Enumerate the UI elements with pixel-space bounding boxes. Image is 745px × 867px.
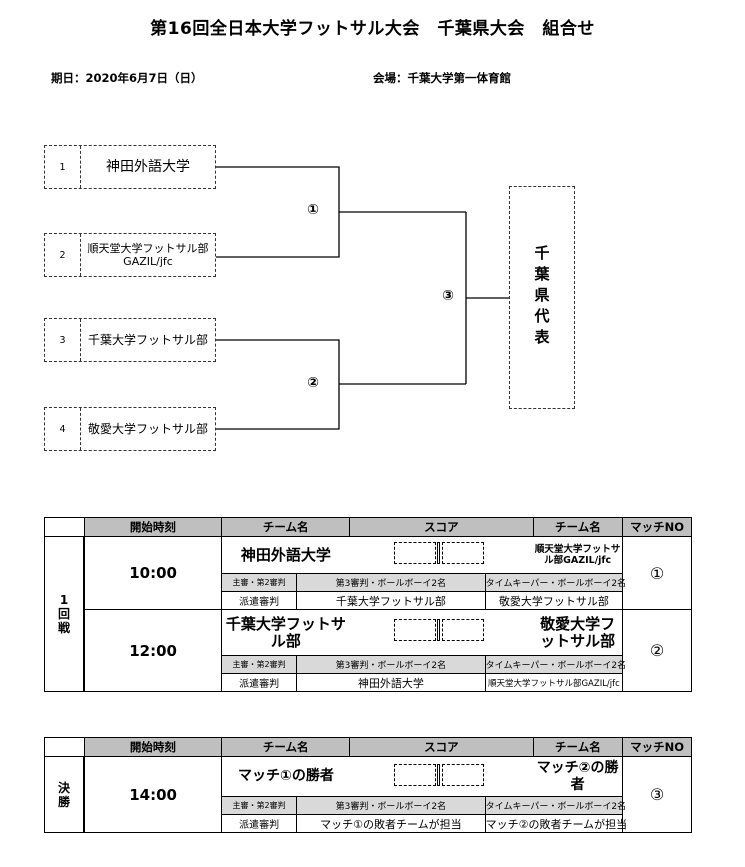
bracket-team-3: 3 千葉大学フットサル部: [44, 318, 216, 362]
third-ref-label: 第3審判・ボールボーイ2名: [296, 573, 486, 592]
bracket-team-4: 4 敬愛大学フットサル部: [44, 407, 216, 451]
team-name: 神田外語大学: [106, 159, 190, 175]
score-b-box: [441, 764, 484, 786]
team-seed-number: 3: [45, 319, 81, 361]
bracket-match-3: ③: [442, 288, 454, 304]
header-team-a: チーム名: [221, 517, 351, 537]
team-a-name: 神田外語大学: [221, 536, 350, 574]
bracket-match-2: ②: [307, 375, 319, 391]
dispatch-team-b: マッチ②の敗者チームが担当: [484, 814, 627, 833]
representative-label: 千葉県代表: [532, 245, 551, 350]
third-ref-label: 第3審判・ボールボーイ2名: [296, 796, 486, 815]
team-a-name: 千葉大学フットサル部: [221, 609, 350, 656]
score-box: [349, 536, 534, 574]
header-blank: [44, 517, 85, 537]
round-label: 決勝: [44, 756, 86, 833]
header-team-b: チーム名: [532, 737, 624, 757]
bracket-team-1: 1 神田外語大学: [44, 145, 216, 189]
score-box: [349, 756, 534, 797]
team-seed-number: 4: [45, 408, 81, 450]
header-match-no: マッチNO: [622, 737, 692, 757]
score-b-box: [441, 619, 484, 641]
third-ref-label: 第3審判・ボールボーイ2名: [296, 655, 486, 674]
match-no: ②: [622, 609, 692, 692]
dispatch-label: 派遣審判: [221, 673, 298, 692]
header-score: スコア: [349, 517, 534, 537]
team-b-name: マッチ②の勝者: [533, 756, 624, 797]
dispatch-team-a: 神田外語大学: [296, 673, 486, 692]
officials-label: 主審・第2審判: [221, 655, 298, 674]
dispatch-team-a: 千葉大学フットサル部: [296, 591, 486, 610]
header-start-time: 開始時刻: [83, 737, 223, 757]
score-a-box: [393, 542, 436, 564]
dispatch-label: 派遣審判: [221, 591, 298, 610]
bracket-match-1: ①: [307, 202, 319, 218]
final-schedule-table: 開始時刻 チーム名 スコア チーム名 マッチNO 決勝 14:00 マッチ①の勝…: [44, 737, 692, 833]
team-seed-number: 1: [45, 146, 81, 188]
header-start-time: 開始時刻: [83, 517, 223, 537]
score-divider: [436, 619, 440, 641]
timekeeper-label: タイムキーパー・ボールボーイ2名: [484, 573, 626, 592]
officials-label: 主審・第2審判: [221, 796, 298, 815]
start-time: 14:00: [83, 756, 223, 833]
team-name: 千葉大学フットサル部: [87, 333, 208, 347]
match-no: ③: [622, 756, 692, 833]
officials-label: 主審・第2審判: [221, 573, 298, 592]
score-a-box: [393, 619, 436, 641]
team-name: 順天堂大学フットサル部GAZIL/jfc: [87, 242, 209, 268]
start-time: 12:00: [83, 609, 223, 692]
page-title: 第16回全日本大学フットサル大会 千葉県大会 組合せ: [150, 19, 595, 39]
score-divider: [436, 542, 440, 564]
header-blank: [44, 737, 85, 757]
score-b-box: [441, 542, 484, 564]
bracket-lines: [216, 166, 509, 430]
dispatch-label: 派遣審判: [221, 814, 298, 833]
team-b-name: 敬愛大学フットサル部: [533, 609, 624, 656]
dispatch-team-b: 敬愛大学フットサル部: [484, 591, 624, 610]
score-box: [349, 609, 534, 656]
team-name: 敬愛大学フットサル部: [87, 422, 208, 436]
header-team-b: チーム名: [532, 517, 624, 537]
dispatch-team-a: マッチ①の敗者チームが担当: [296, 814, 486, 833]
header-team-a: チーム名: [221, 737, 351, 757]
start-time: 10:00: [83, 536, 223, 610]
dispatch-team-b: 順天堂大学フットサル部GAZIL/jfc: [484, 673, 624, 692]
bracket-team-2: 2 順天堂大学フットサル部GAZIL/jfc: [44, 233, 216, 277]
score-divider: [436, 764, 440, 786]
representative-box: 千葉県代表: [509, 186, 575, 409]
timekeeper-label: タイムキーパー・ボールボーイ2名: [484, 655, 626, 674]
team-a-name: マッチ①の勝者: [221, 756, 350, 797]
team-b-name: 順天堂大学フットサル部GAZIL/jfc: [533, 536, 624, 574]
timekeeper-label: タイムキーパー・ボールボーイ2名: [484, 796, 626, 815]
team-seed-number: 2: [45, 234, 81, 276]
event-venue: 会場：千葉大学第一体育館: [373, 71, 511, 85]
score-a-box: [393, 764, 436, 786]
match-no: ①: [622, 536, 692, 610]
event-date: 期日：2020年6月7日（日）: [51, 71, 203, 85]
header-match-no: マッチNO: [622, 517, 692, 537]
header-score: スコア: [349, 737, 534, 757]
